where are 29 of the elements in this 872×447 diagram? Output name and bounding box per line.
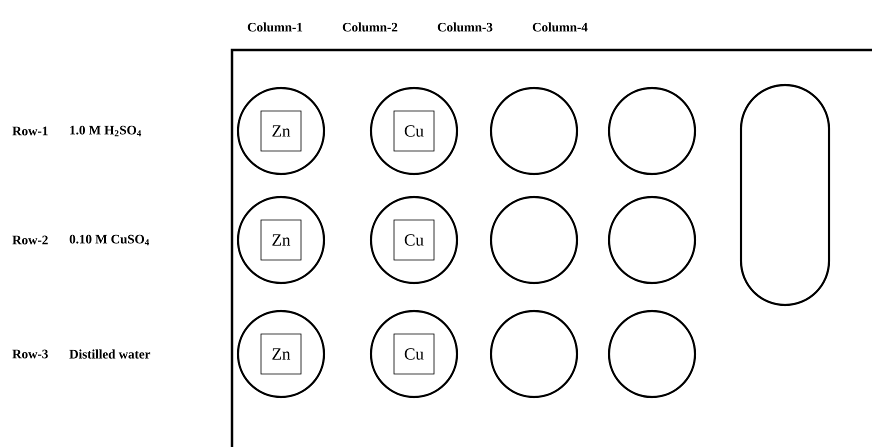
metal-square: Cu bbox=[394, 110, 434, 152]
column-header: Column-2 bbox=[342, 22, 398, 32]
metal-square: Zn bbox=[260, 220, 302, 260]
well-circle bbox=[236, 310, 326, 398]
solution-label: Distilled water bbox=[69, 349, 150, 359]
column-header: Column-3 bbox=[438, 22, 492, 32]
row-label: Row-1 bbox=[12, 126, 48, 136]
oval-well bbox=[740, 84, 830, 306]
well-circle bbox=[608, 196, 696, 284]
solution-label: 0.10 M CuSO$_{4}$ bbox=[70, 234, 150, 246]
well-circle bbox=[490, 86, 578, 176]
well-circle bbox=[490, 196, 578, 284]
metal-square: Cu bbox=[394, 334, 434, 374]
solution-label: 1.0 M H$_{2}$SO$_{4}$ bbox=[70, 126, 142, 136]
metal-square: Zn bbox=[260, 110, 302, 152]
row-label: Row-3 bbox=[12, 350, 48, 358]
row-label: Row-2 bbox=[12, 236, 48, 244]
metal-square: Zn bbox=[260, 334, 302, 374]
well-circle bbox=[236, 86, 326, 176]
well-circle bbox=[370, 310, 458, 398]
well-circle bbox=[490, 310, 578, 398]
column-header: Column-1 bbox=[248, 22, 302, 32]
well-circle bbox=[236, 196, 326, 284]
column-header: Column-4 bbox=[532, 22, 588, 32]
metal-square: Cu bbox=[394, 220, 434, 260]
well-circle bbox=[370, 196, 458, 284]
well-circle bbox=[370, 86, 458, 176]
well-circle bbox=[608, 86, 696, 176]
well-circle bbox=[608, 310, 696, 398]
